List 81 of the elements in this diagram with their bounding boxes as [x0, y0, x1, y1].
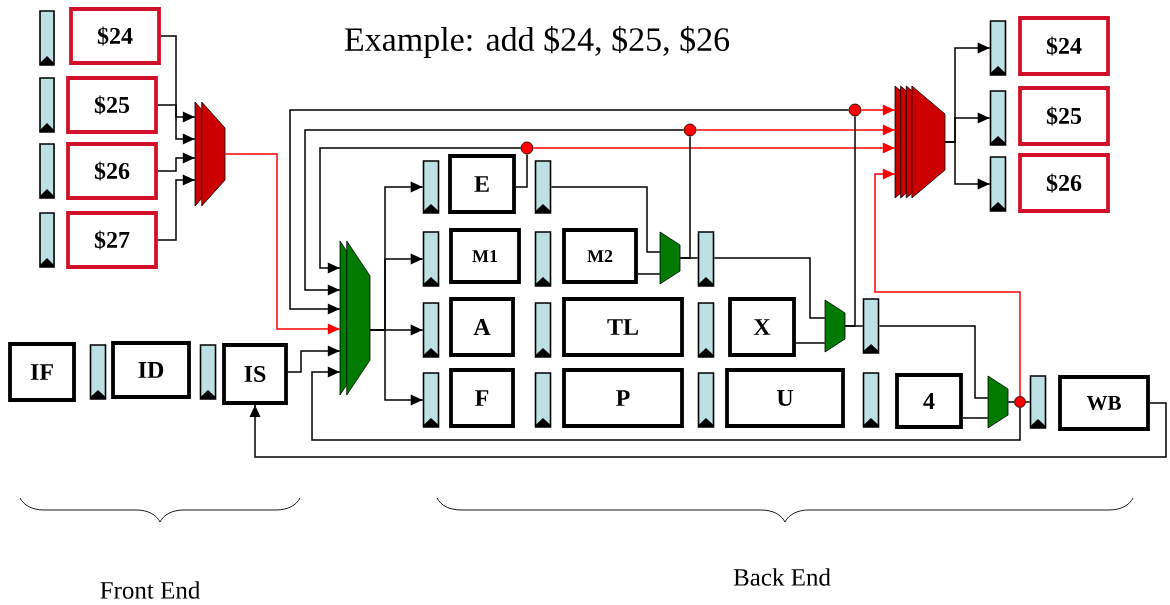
- arrow: [695, 124, 896, 136]
- stage-box: M2: [562, 228, 638, 284]
- stage-box: 4: [895, 373, 963, 429]
- register-box: $25: [1018, 86, 1110, 146]
- pipeline-register: [39, 77, 55, 133]
- pipeline-register: [1029, 375, 1047, 429]
- stage-box: P: [562, 368, 684, 428]
- connector-line: [878, 325, 989, 399]
- pipeline-register: [199, 344, 217, 400]
- connector-line: [844, 115, 856, 327]
- stage-box: ID: [111, 341, 191, 399]
- arrow: [249, 402, 1167, 458]
- multiplexer: [824, 299, 846, 353]
- multiplexer: [987, 375, 1009, 429]
- arrow: [944, 141, 991, 190]
- arrow: [157, 152, 196, 172]
- arrow: [157, 104, 196, 123]
- stage-box: X: [728, 297, 796, 357]
- arrow: [157, 174, 196, 241]
- connector-line: [679, 135, 691, 259]
- pipeline-register: [534, 160, 552, 214]
- connector-line: [962, 417, 989, 419]
- pipeline-register: [534, 231, 552, 287]
- register-box: $26: [1018, 153, 1110, 213]
- pipeline-register: [422, 302, 440, 358]
- pipeline-register: [39, 143, 55, 199]
- pipeline-register: [862, 372, 880, 428]
- arrow: [319, 147, 522, 274]
- multiplexer: [194, 101, 226, 207]
- pipeline-register: [422, 231, 440, 287]
- arrow: [311, 366, 1021, 441]
- pipeline-register: [422, 372, 440, 428]
- arrow: [289, 109, 850, 315]
- pipeline-register: [989, 20, 1007, 76]
- pipeline-register: [989, 156, 1007, 212]
- arrow: [160, 35, 196, 145]
- pipeline-register: [422, 160, 440, 214]
- pipeline-register: [697, 302, 715, 358]
- register-box: $27: [66, 211, 158, 269]
- register-box: $24: [69, 7, 161, 65]
- multiplexer: [339, 240, 371, 396]
- register-box: $26: [66, 142, 158, 200]
- multiplexer: [894, 85, 946, 199]
- connector-line: [795, 342, 826, 344]
- connector-line: [550, 186, 661, 253]
- stage-box: U: [725, 368, 845, 428]
- stage-box: F: [449, 368, 515, 428]
- arrow: [874, 168, 1021, 397]
- pipeline-register: [39, 212, 55, 268]
- arrow: [860, 104, 896, 116]
- stage-box: M1: [449, 228, 521, 284]
- pipeline-register: [862, 298, 880, 354]
- arrow: [532, 142, 896, 154]
- pipeline-register: [989, 90, 1007, 146]
- stage-box: A: [449, 297, 515, 357]
- stage-box: IF: [8, 342, 76, 402]
- arrow: [287, 345, 341, 373]
- register-box: $24: [1018, 16, 1110, 76]
- connector-line: [713, 257, 826, 319]
- arrow: [369, 329, 424, 406]
- connector-line: [515, 153, 528, 188]
- stage-box: WB: [1058, 375, 1150, 431]
- stage-box: TL: [562, 297, 684, 357]
- register-box: $25: [66, 76, 158, 134]
- arrow: [304, 129, 685, 296]
- title: Example: add $24, $25, $26: [344, 26, 730, 58]
- pipeline-register: [89, 344, 107, 400]
- stage-box: IS: [222, 343, 288, 405]
- section-label: Front End: [100, 581, 201, 599]
- arrow: [224, 153, 341, 335]
- pipeline-register: [534, 372, 552, 428]
- pipeline-register: [697, 372, 715, 428]
- pipeline-register: [39, 10, 55, 66]
- stage-box: E: [448, 154, 516, 214]
- connector-line: [637, 273, 661, 275]
- connector-line: [1025, 401, 1031, 403]
- section-label: Back End: [733, 568, 831, 586]
- pipeline-register: [534, 302, 552, 358]
- pipeline-register: [697, 231, 715, 287]
- connector-line: [1007, 401, 1015, 403]
- multiplexer: [659, 231, 681, 285]
